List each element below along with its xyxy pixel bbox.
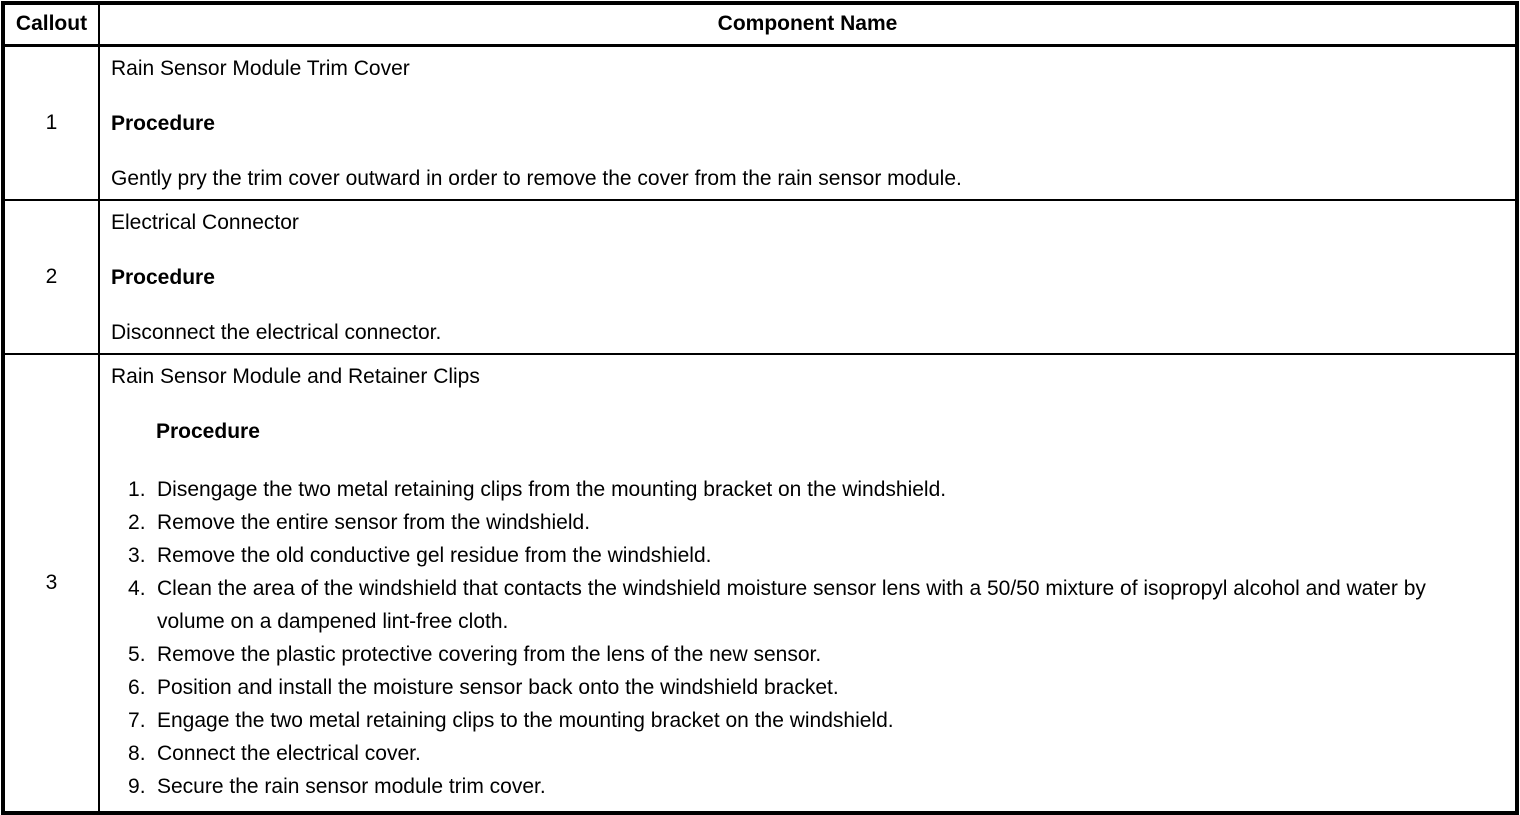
callout-number: 2 xyxy=(2,199,100,355)
component-title: Rain Sensor Module Trim Cover xyxy=(111,56,410,80)
step-item: Remove the entire sensor from the windsh… xyxy=(128,506,591,539)
procedure-text: Gently pry the trim cover outward in ord… xyxy=(111,166,962,190)
component-cell: Rain Sensor Module and Retainer Clips Pr… xyxy=(98,353,1518,814)
component-title: Rain Sensor Module and Retainer Clips xyxy=(111,365,480,388)
step-item: Disengage the two metal retaining clips … xyxy=(128,473,947,506)
procedure-label: Procedure xyxy=(156,420,260,443)
step-item: Position and install the moisture sensor… xyxy=(128,671,839,704)
step-item: Remove the old conductive gel residue fr… xyxy=(128,539,712,572)
procedure-label: Procedure xyxy=(111,266,215,289)
table-row: 3 Rain Sensor Module and Retainer Clips … xyxy=(2,353,1518,814)
component-title: Electrical Connector xyxy=(111,211,299,234)
header-row: Callout Component Name xyxy=(2,2,1518,47)
step-item: Engage the two metal retaining clips to … xyxy=(128,704,894,737)
table-row: 2 Electrical Connector Procedure Disconn… xyxy=(2,199,1518,355)
procedure-steps: Disengage the two metal retaining clips … xyxy=(111,473,1487,803)
step-item: Secure the rain sensor module trim cover… xyxy=(128,770,546,803)
component-cell: Electrical Connector Procedure Disconnec… xyxy=(98,199,1518,355)
callout-number: 1 xyxy=(2,44,100,201)
table-row: 1 Rain Sensor Module Trim Cover Procedur… xyxy=(2,44,1518,201)
callout-column-header: Callout xyxy=(2,2,100,47)
step-item: Remove the plastic protective covering f… xyxy=(128,638,822,671)
step-item: Connect the electrical cover. xyxy=(128,737,421,770)
component-name-column-header: Component Name xyxy=(98,2,1518,47)
callout-number: 3 xyxy=(2,353,100,814)
component-cell: Rain Sensor Module Trim Cover Procedure … xyxy=(98,44,1518,201)
procedure-label: Procedure xyxy=(111,111,215,135)
procedure-text: Disconnect the electrical connector. xyxy=(111,321,442,344)
step-item: Clean the area of the windshield that co… xyxy=(128,572,1426,633)
